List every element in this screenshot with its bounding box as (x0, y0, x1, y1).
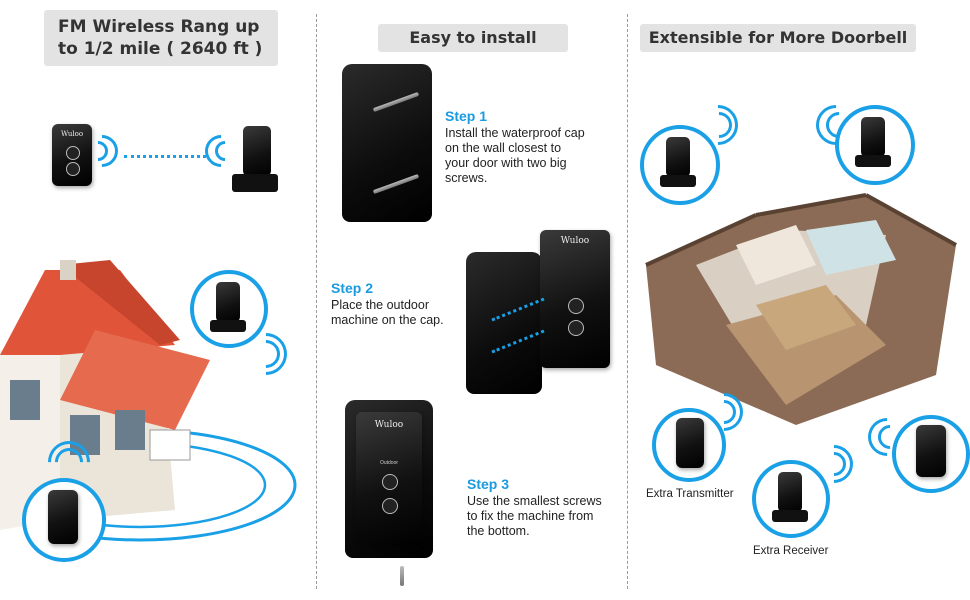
bell-button-icon (568, 320, 584, 336)
bell-button-icon (382, 474, 398, 490)
device-brand-label: Wuloo (60, 130, 84, 138)
panel-divider (316, 14, 317, 589)
transmitter-callout-circle (22, 478, 106, 562)
receiver-callout-circle (835, 105, 915, 185)
step2-text: Place the outdoor machine on the cap. (331, 298, 444, 327)
panel1-title-line1: FM Wireless Rang up (58, 17, 260, 37)
receiver-stand (232, 174, 278, 192)
receiver-callout-circle (640, 125, 720, 205)
panel2-title: Easy to install (409, 28, 537, 47)
device-label: Outdoor (379, 460, 399, 466)
extra-transmitter-circle (652, 408, 726, 482)
house-cutaway-illustration (645, 193, 957, 425)
step1-text: Install the waterproof cap on the wall c… (445, 126, 585, 185)
outdoor-unit: Wuloo (540, 230, 610, 368)
panel2-title-box: Easy to install (378, 24, 568, 52)
step1-title: Step 1 (445, 108, 488, 124)
bell-button-icon (568, 298, 584, 314)
extra-receiver-circle (752, 460, 830, 538)
extra-receiver-caption: Extra Receiver (753, 545, 829, 557)
transmitter-device: Wuloo (52, 124, 92, 186)
step3-title: Step 3 (467, 476, 510, 492)
signal-wave-icon (198, 128, 244, 174)
panel3-title-box: Extensible for More Doorbell (640, 24, 916, 52)
waterproof-cap (342, 64, 432, 222)
signal-dotted-line (124, 155, 206, 158)
step3-text: Use the smallest screws to fix the machi… (467, 494, 602, 538)
bell-button-icon (66, 162, 80, 176)
bell-button-icon (66, 146, 80, 160)
extra-transmitter-caption: Extra Transmitter (646, 488, 734, 500)
bell-button-icon (382, 498, 398, 514)
panel1-title-line2: to 1/2 mile ( 2640 ft ) (58, 39, 263, 59)
panel-divider (627, 14, 628, 589)
step2-title: Step 2 (331, 280, 374, 296)
extra-transmitter-circle (892, 415, 970, 493)
waterproof-cap (466, 252, 542, 394)
panel1-title-box: FM Wireless Rang up to 1/2 mile ( 2640 f… (44, 10, 278, 66)
panel3-title: Extensible for More Doorbell (648, 28, 908, 47)
receiver-device (243, 126, 271, 176)
house-illustration (0, 260, 297, 542)
screw-icon (400, 566, 404, 586)
outdoor-unit: Wuloo Outdoor (356, 412, 422, 546)
receiver-callout-circle (190, 270, 268, 348)
